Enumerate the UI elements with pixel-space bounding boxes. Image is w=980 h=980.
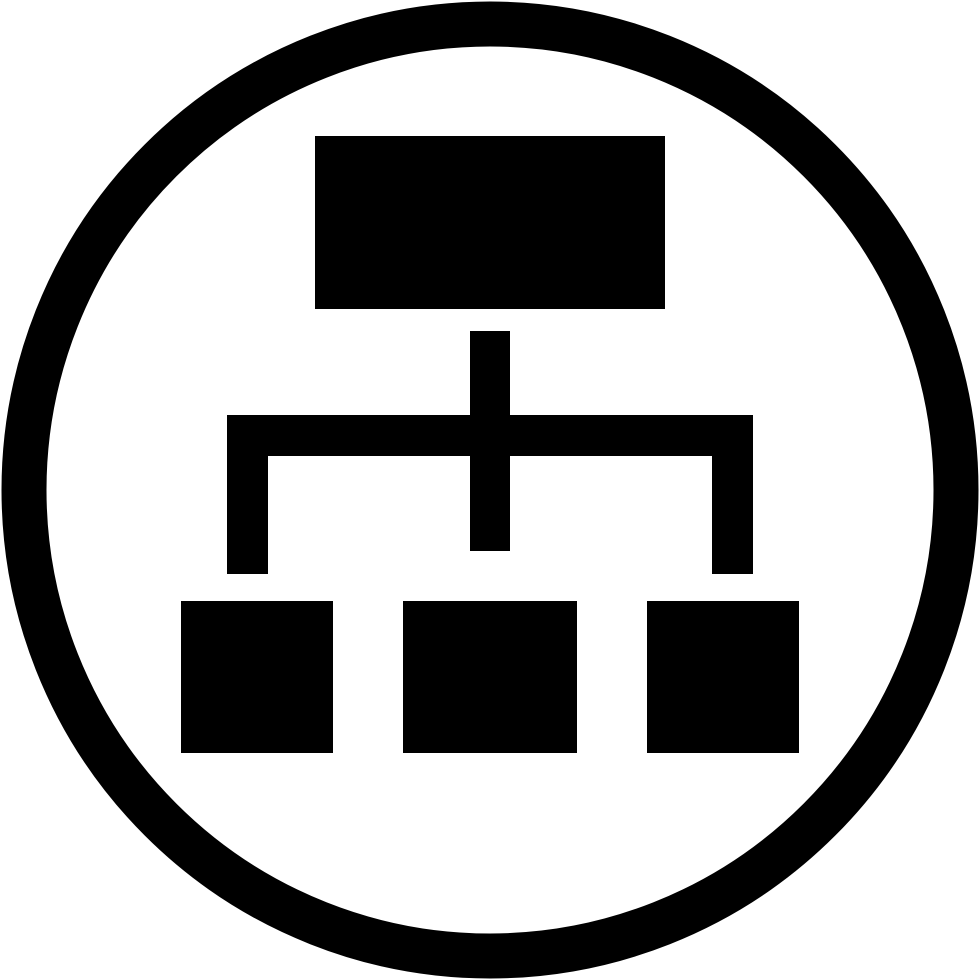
parent-node <box>315 136 665 309</box>
left-child-connector <box>227 415 268 574</box>
right-child-connector <box>712 415 753 574</box>
horizontal-connector <box>227 415 753 456</box>
child-node-right <box>647 601 799 753</box>
child-node-left <box>181 601 333 753</box>
child-node-center <box>403 601 577 753</box>
